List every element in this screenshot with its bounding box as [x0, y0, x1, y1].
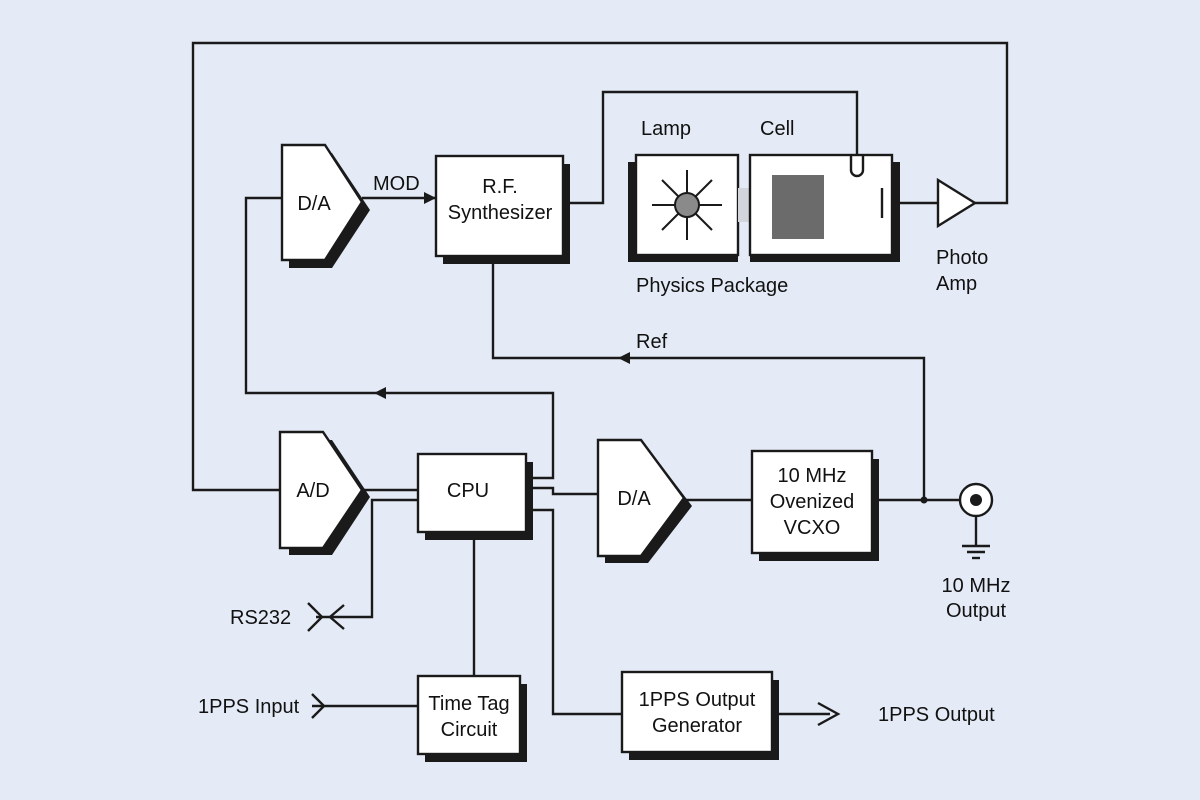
da-top-block: D/A: [280, 143, 370, 268]
time-tag-line2: Circuit: [441, 719, 498, 741]
ref-arrowhead: [618, 352, 630, 364]
rf-to-cell-wire: [563, 90, 859, 205]
lamp-icon: [652, 170, 722, 240]
da-mid-block: D/A: [596, 438, 692, 563]
microwave-loop-icon: [849, 155, 865, 178]
lamp-label: Lamp: [641, 118, 691, 140]
mod-arrowhead: [424, 192, 436, 204]
pps-generator-block: 1PPS Output Generator: [620, 670, 779, 760]
cpu-to-pps-wire: [526, 508, 622, 716]
mhz-output-line2: Output: [946, 600, 1006, 622]
pps-output-arrowhead: [817, 701, 841, 727]
rs232-wire: [316, 498, 418, 619]
bnc-connector-icon: [958, 482, 994, 546]
physics-package-label: Physics Package: [636, 275, 788, 297]
cpu-block: CPU: [416, 452, 533, 540]
vcxo-line2: Ovenized: [770, 491, 855, 513]
cell-block: [772, 175, 824, 239]
pps-gen-line1: 1PPS Output: [639, 689, 756, 711]
rs232-connector-icon-2: [328, 604, 345, 630]
physics-package: Lamp Cell Physics Package: [628, 118, 900, 297]
time-tag-block: Time Tag Circuit: [416, 674, 527, 762]
pps-input-label: 1PPS Input: [198, 696, 300, 718]
rf-synth-line2: Synthesizer: [448, 202, 553, 224]
wires: [191, 41, 1009, 716]
da-mid-label: D/A: [617, 488, 651, 510]
optical-window: [738, 188, 750, 222]
ref-label: Ref: [636, 331, 668, 353]
pps-output-label: 1PPS Output: [878, 704, 995, 726]
ref-junction-dot: [920, 496, 928, 504]
ad-block: A/D: [278, 430, 370, 555]
photo-amp-block: Photo Amp: [936, 177, 988, 295]
cpu-label: CPU: [447, 480, 489, 502]
rf-synth-line1: R.F.: [482, 176, 518, 198]
ground-icon: [962, 544, 990, 560]
cell-label: Cell: [760, 118, 794, 140]
rs232-label: RS232: [230, 607, 291, 629]
cpu-to-da-mid-wire: [526, 486, 598, 496]
photo-amp-line2: Amp: [936, 273, 977, 295]
da-top-label: D/A: [297, 193, 331, 215]
pps-input-connector-icon: [311, 693, 326, 719]
rs232-connector-icon: [307, 602, 324, 632]
vcxo-line3: VCXO: [784, 517, 841, 539]
rf-synthesizer-block: R.F. Synthesizer: [434, 154, 570, 264]
time-tag-line1: Time Tag: [428, 693, 509, 715]
photo-amp-line1: Photo: [936, 247, 988, 269]
cpu-to-da-top-wire: [244, 196, 555, 480]
vcxo-line1: 10 MHz: [778, 465, 847, 487]
mhz-output-line1: 10 MHz: [942, 575, 1011, 597]
pps-gen-line2: Generator: [652, 715, 742, 737]
ad-label: A/D: [296, 480, 329, 502]
feedback-loop-wire: [191, 41, 1009, 492]
mod-label: MOD: [373, 173, 420, 195]
cpu-up-arrowhead: [374, 387, 386, 399]
vcxo-block: 10 MHz Ovenized VCXO: [750, 449, 879, 561]
ref-wire: [491, 258, 926, 500]
arrowheads: [307, 192, 841, 727]
